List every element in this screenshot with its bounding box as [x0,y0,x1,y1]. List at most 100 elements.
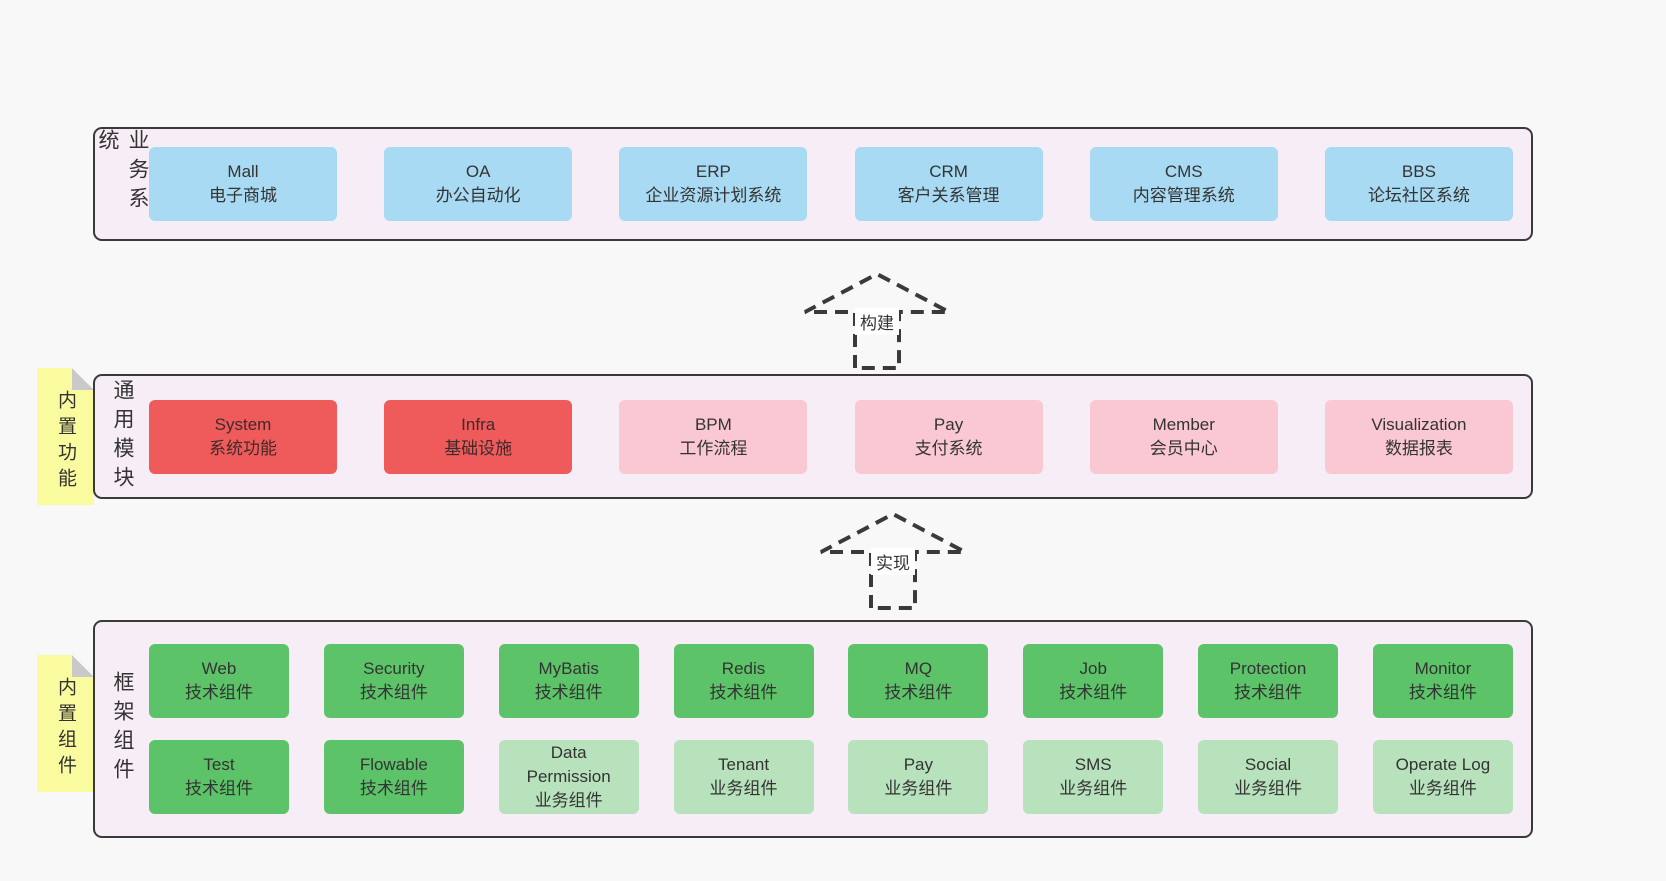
box-name: Pay [903,755,934,774]
box-desc: 业务组件 [1059,779,1128,798]
box-desc: 技术组件 [185,683,253,702]
box-cms: CMS 内容管理系统 [1089,147,1278,221]
box-desc: 技术组件 [709,683,778,702]
box-name: Protection [1229,659,1307,678]
box-erp: ERP 企业资源计划系统 [619,147,808,221]
box-desc: 业务组件 [1408,779,1477,798]
box-web: Web 技术组件 [149,644,289,718]
box-name: Web [201,659,237,678]
box-row: Mall 电子商城 OA 办公自动化 ERP 企业资源计划系统 CRM 客户关系… [149,147,1513,221]
box-name: MQ [904,659,933,678]
box-crm: CRM 客户关系管理 [854,147,1043,221]
box-tenant: Tenant 业务组件 [673,740,814,814]
box-desc: 基础设施 [444,438,513,458]
box-name: Test [203,755,235,774]
layer-framework-components: 框架组件 Web 技术组件 Security 技术组件 MyBatis 技术组件… [93,620,1533,838]
layer-label: 通用模块 [95,376,149,497]
box-name: Member [1152,414,1215,434]
layer-business-systems: 业务系统 Mall 电子商城 OA 办公自动化 ERP 企业资源计划系统 CRM [93,127,1533,241]
box-name: Operate Log [1395,755,1491,774]
box-desc: 技术组件 [359,683,428,702]
arrow-label: 构建 [855,308,899,335]
layer-content: Web 技术组件 Security 技术组件 MyBatis 技术组件 Redi… [149,622,1531,836]
box-desc: 办公自动化 [435,186,521,205]
box-desc: 技术组件 [1059,683,1128,702]
box-desc: 会员中心 [1149,438,1218,458]
box-name: Tenant [718,755,770,774]
arrow-build: 构建 [797,266,957,370]
box-name: SMS [1074,755,1112,774]
up-arrow-icon [804,271,950,370]
box-name: CMS [1164,162,1203,181]
up-arrow-icon [820,511,966,610]
box-desc: 业务组件 [884,779,953,798]
arrow-implement: 实现 [813,506,973,610]
box-name: System [214,414,272,434]
sticky-note-built-in-features: 内置功能 [37,368,94,505]
box-security: Security 技术组件 [323,644,464,718]
layer-content: System 系统功能 Infra 基础设施 BPM 工作流程 Pay 支付系统… [149,376,1531,497]
box-protection: Protection 技术组件 [1198,644,1339,718]
box-bpm: BPM 工作流程 [619,399,808,474]
box-oa: OA 办公自动化 [384,147,573,221]
box-name: Flowable [359,755,428,774]
box-name: Monitor [1414,659,1472,678]
box-infra: Infra 基础设施 [384,399,573,474]
layer-title: 通用模块 [111,378,134,495]
layer-content: Mall 电子商城 OA 办公自动化 ERP 企业资源计划系统 CRM 客户关系… [149,129,1531,239]
box-name: ERP [695,162,731,181]
layer-title: 业务系统 [96,129,149,216]
box-desc: 技术组件 [884,683,953,702]
box-system: System 系统功能 [149,399,337,474]
box-monitor: Monitor 技术组件 [1372,644,1513,718]
box-member: Member 会员中心 [1089,399,1278,474]
box-name: Data Permission [526,743,611,786]
box-sms: SMS 业务组件 [1023,740,1164,814]
box-desc: 技术组件 [185,779,253,798]
box-name: BBS [1401,162,1436,181]
box-redis: Redis 技术组件 [673,644,814,718]
box-test: Test 技术组件 [149,740,289,814]
box-name: CRM [929,162,968,181]
layer-title: 框架组件 [111,671,134,787]
box-desc: 工作流程 [679,438,748,458]
box-name: Job [1079,659,1107,678]
box-name: Redis [721,659,766,678]
box-desc: 论坛社区系统 [1367,186,1470,205]
box-bbs: BBS 论坛社区系统 [1324,147,1513,221]
box-desc: 业务组件 [534,791,603,810]
box-mq: MQ 技术组件 [848,644,989,718]
box-name: Social [1244,755,1292,774]
box-social: Social 业务组件 [1198,740,1339,814]
box-desc: 系统功能 [209,438,277,458]
box-name: Infra [461,414,496,434]
box-mybatis: MyBatis 技术组件 [498,644,639,718]
box-name: OA [465,162,491,181]
box-name: BPM [694,414,732,434]
box-name: MyBatis [538,659,599,678]
box-desc: 业务组件 [1234,779,1303,798]
sticky-note-label: 内置组件 [55,676,76,781]
box-name: Mall [227,162,259,181]
box-row: Web 技术组件 Security 技术组件 MyBatis 技术组件 Redi… [149,644,1513,718]
box-desc: 企业资源计划系统 [645,186,782,205]
box-row: System 系统功能 Infra 基础设施 BPM 工作流程 Pay 支付系统… [149,399,1513,474]
box-operate-log: Operate Log 业务组件 [1372,740,1513,814]
box-desc: 技术组件 [1408,683,1477,702]
folded-corner-icon [72,368,94,390]
box-pay-system: Pay 支付系统 [854,399,1043,474]
box-desc: 技术组件 [1234,683,1303,702]
sticky-note-built-in-components: 内置组件 [37,655,94,792]
box-data-permission: Data Permission 业务组件 [498,740,639,814]
arrow-label: 实现 [871,548,915,575]
box-desc: 电子商城 [209,186,277,205]
box-name: Security [363,659,425,678]
box-mall: Mall 电子商城 [149,147,337,221]
layer-label: 框架组件 [95,622,149,836]
box-desc: 数据报表 [1384,438,1453,458]
box-name: Visualization [1371,414,1467,434]
box-visualization: Visualization 数据报表 [1324,399,1513,474]
box-name: Pay [933,414,964,434]
box-desc: 技术组件 [534,683,603,702]
